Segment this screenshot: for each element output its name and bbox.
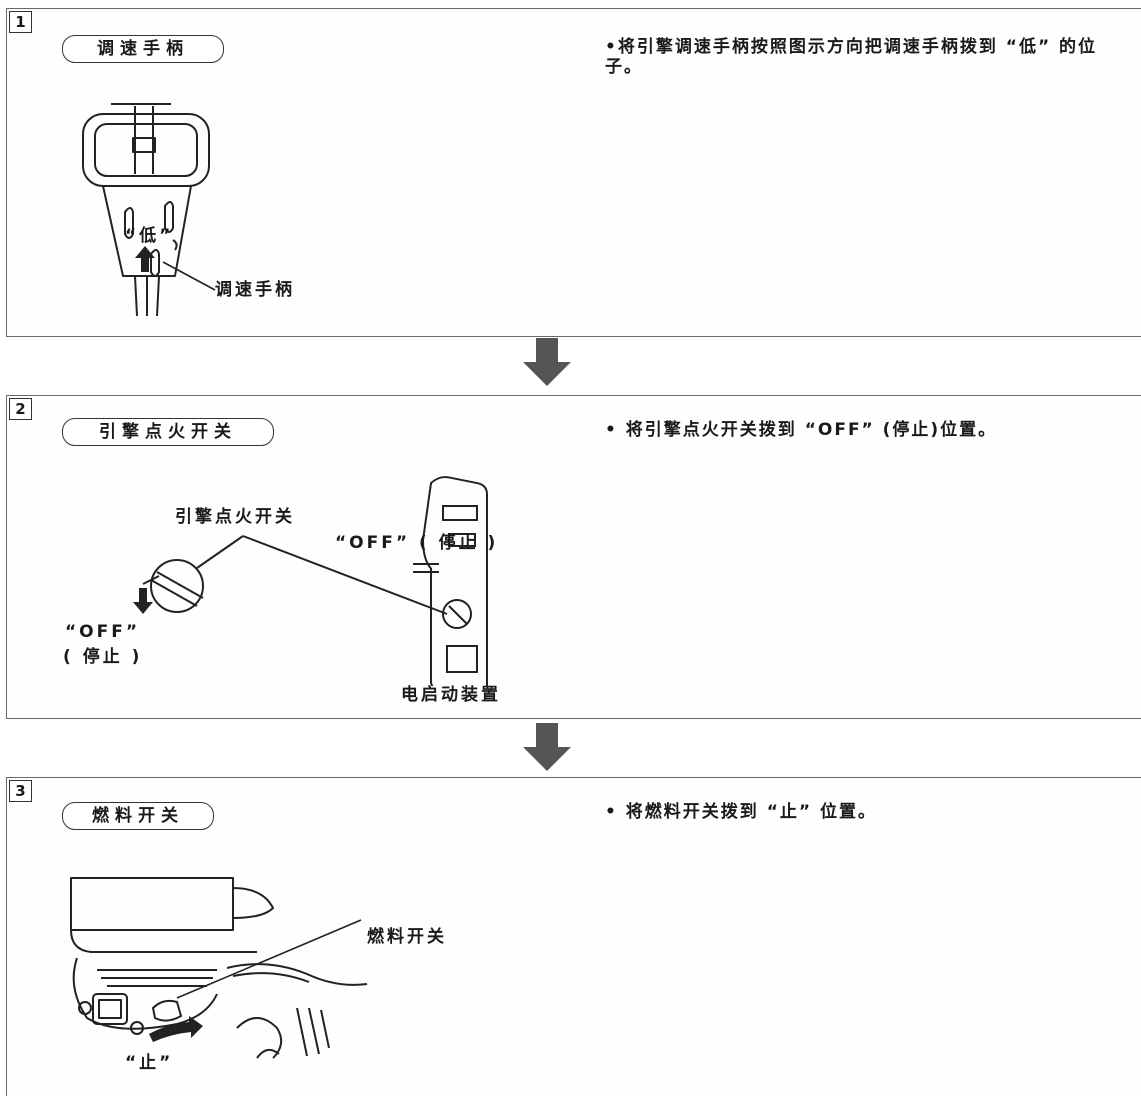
off-label-left: “OFF” — [65, 622, 141, 642]
step-title: 引擎点火开关 — [62, 418, 274, 446]
stop-label-left: ( 停止 ) — [63, 647, 143, 667]
down-arrow-icon — [523, 338, 571, 386]
step-number: 2 — [9, 398, 32, 420]
fuel-valve-illustration — [70, 877, 368, 1059]
step-2-panel: 2 引擎点火开关 • 将引擎点火开关拨到 “OFF” (停止)位置。 引擎点火开… — [6, 395, 1141, 719]
throttle-lever-illustration — [82, 103, 216, 317]
stop-position-label: “止” — [125, 1053, 174, 1073]
lever-label: 调速手柄 — [215, 280, 295, 300]
fuel-switch-label: 燃料开关 — [367, 927, 447, 947]
step-title: 燃料开关 — [62, 802, 214, 830]
step-instruction: • 将引擎点火开关拨到 “OFF” (停止)位置。 — [605, 420, 998, 440]
electric-starter-label: 电启动装置 — [401, 685, 501, 705]
ignition-switch-illustration — [133, 476, 488, 686]
step-number: 1 — [9, 11, 32, 33]
step-title: 调速手柄 — [62, 35, 224, 63]
down-arrow-icon — [523, 723, 571, 771]
step-number: 3 — [9, 780, 32, 802]
low-position-label: “低” — [125, 226, 174, 246]
ignition-switch-label: 引擎点火开关 — [175, 507, 295, 527]
step-instruction: •将引擎调速手柄按照图示方向把调速手柄拨到 “低” 的位子。 — [605, 37, 1098, 77]
step-1-panel: 1 调速手柄 •将引擎调速手柄按照图示方向把调速手柄拨到 “低” 的位子。 “低… — [6, 8, 1141, 337]
off-stop-label-right: “OFF” ( 停止 ) — [335, 533, 499, 553]
step-instruction: • 将燃料开关拨到 “止” 位置。 — [605, 802, 877, 822]
step-3-panel: 3 燃料开关 • 将燃料开关拨到 “止” 位置。 — [6, 777, 1141, 1096]
